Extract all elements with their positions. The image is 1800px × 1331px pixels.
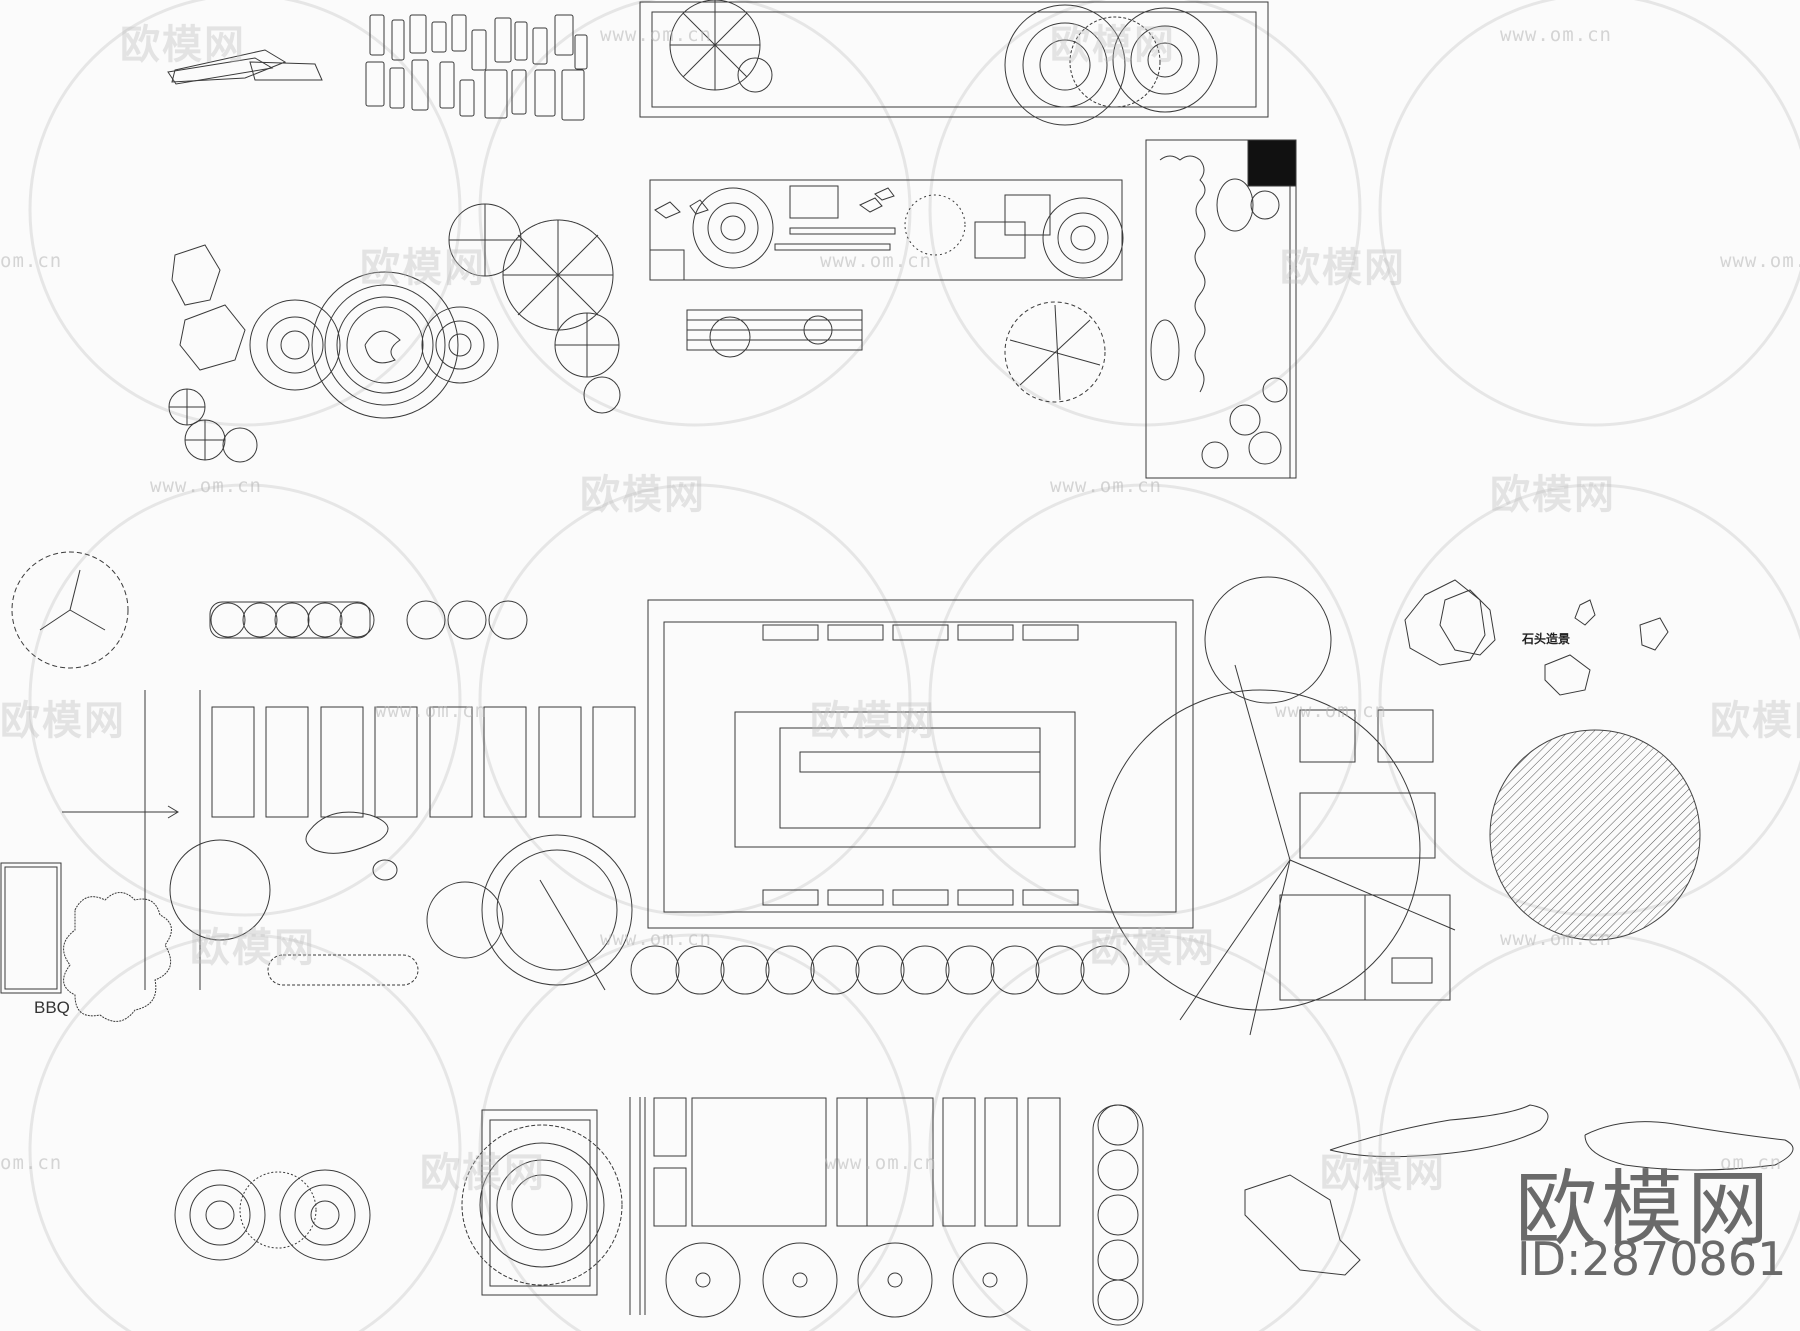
bench-planter [649, 179, 1124, 281]
bench-tables [686, 309, 863, 358]
stone-slabs [167, 49, 323, 85]
long-planter [639, 0, 1269, 126]
watermark-arcs [28, 0, 1800, 1331]
main-plan [0, 576, 1456, 1036]
paving-blocks [365, 14, 588, 121]
stone-landscape-label: 石头造景 [1522, 632, 1571, 646]
bottom-row [174, 1097, 1794, 1326]
garden-cluster [168, 203, 621, 463]
bbq-label: BBQ [34, 998, 70, 1017]
tree-canopy [1004, 301, 1106, 403]
brand-logo-text: 欧模网 [1515, 1162, 1774, 1257]
hedge-planter [1145, 139, 1297, 479]
pots-row [11, 551, 528, 669]
stone-landscape [1404, 579, 1701, 941]
brand-id: ID:2870861 [1517, 1232, 1787, 1286]
